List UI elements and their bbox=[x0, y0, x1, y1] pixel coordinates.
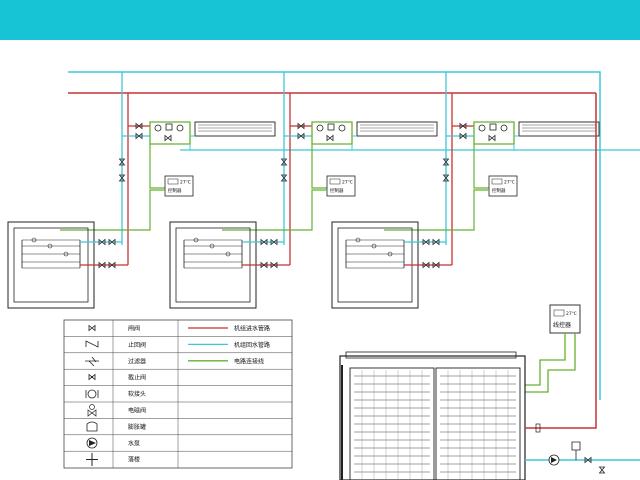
room-controller: 27℃ 控制器 bbox=[488, 175, 518, 197]
legend-line-label: 电路连接线 bbox=[234, 357, 264, 365]
main-pipes bbox=[68, 71, 640, 400]
floor-unit-3: 27℃ 控制器 bbox=[331, 72, 600, 309]
line-controller: 27℃ 线控器 bbox=[549, 304, 581, 334]
water-pump-icon bbox=[86, 437, 98, 449]
soft-joint-icon bbox=[85, 389, 99, 399]
outdoor-heat-pump-unit bbox=[339, 351, 526, 480]
controller-signal-line bbox=[525, 333, 566, 386]
svg-text:27℃: 27℃ bbox=[342, 180, 353, 186]
legend-label: 过滤器 bbox=[128, 357, 146, 365]
svg-text:27℃: 27℃ bbox=[504, 180, 515, 186]
floor-unit-1: 27℃ 控制器 bbox=[7, 72, 276, 309]
expansion-tank bbox=[571, 441, 581, 451]
floor-unit-2: 27℃ 控制器 bbox=[169, 72, 438, 309]
svg-text:控制器: 控制器 bbox=[492, 187, 506, 194]
room-controller: 27℃ 控制器 bbox=[326, 175, 356, 197]
room-controller: 27℃ 控制器 bbox=[164, 175, 194, 197]
svg-text:控制器: 控制器 bbox=[168, 187, 182, 194]
legend-line-label: 机组进水管路 bbox=[234, 325, 270, 333]
unit-supply-pipe bbox=[525, 93, 597, 429]
drain-icon bbox=[86, 453, 98, 466]
y-strainer-icon bbox=[85, 356, 99, 367]
svg-text:线控器: 线控器 bbox=[553, 321, 571, 329]
legend-label: 落楼 bbox=[128, 456, 140, 464]
legend-line-label: 机组回水管路 bbox=[234, 341, 270, 349]
legend-label: 软接头 bbox=[128, 390, 146, 398]
legend-label: 闸阀 bbox=[128, 325, 140, 333]
legend-table: 闸阀 止回阀 过滤器 截止阀 软接头 电磁阀 膨胀罐 水泵 落楼 机组进水管路 … bbox=[63, 319, 293, 469]
title-bar bbox=[0, 0, 640, 40]
svg-text:控制器: 控制器 bbox=[330, 187, 344, 194]
expansion-tank-icon bbox=[86, 421, 98, 432]
legend-label: 膨胀罐 bbox=[128, 423, 146, 431]
hydronic-system-diagram: 27℃ 控制器 bbox=[7, 71, 640, 480]
legend-label: 止回阀 bbox=[128, 341, 146, 349]
stop-valve-icon bbox=[88, 374, 96, 380]
legend-label: 水泵 bbox=[128, 439, 140, 447]
legend-label: 电磁阀 bbox=[128, 407, 146, 415]
solenoid-valve-icon bbox=[87, 404, 97, 417]
svg-text:27℃: 27℃ bbox=[180, 180, 191, 186]
return-main bbox=[68, 71, 601, 390]
svg-text:27℃: 27℃ bbox=[566, 311, 577, 317]
check-valve-icon bbox=[85, 340, 99, 348]
legend-label: 截止阀 bbox=[128, 374, 146, 382]
